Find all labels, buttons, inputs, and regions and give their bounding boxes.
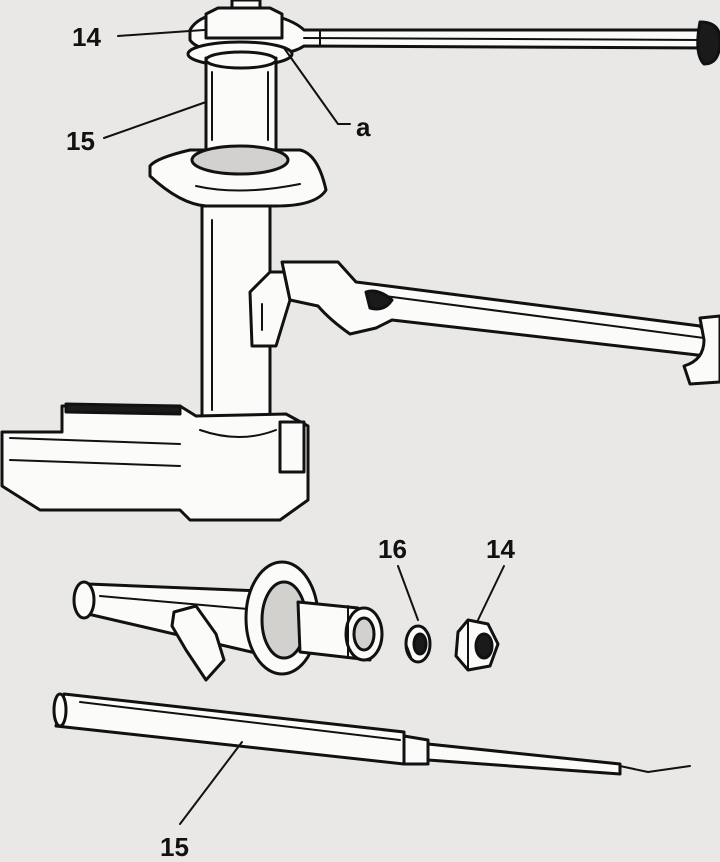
callout-detail-a: a — [356, 112, 371, 142]
leader-cartridge — [179, 741, 243, 825]
callout-top-nut: 14 — [72, 22, 101, 52]
lower-wrench — [280, 260, 720, 386]
leader-nut — [477, 565, 505, 621]
nut — [454, 618, 500, 672]
exploded-upper-tube — [296, 600, 384, 662]
callout-nut: 14 — [486, 534, 515, 564]
leader-top-nut — [117, 29, 205, 37]
spring-seat — [148, 144, 328, 208]
washer — [404, 624, 432, 664]
exploded-bracket — [170, 604, 226, 682]
shock-cartridge — [52, 692, 691, 776]
leader-washer — [397, 565, 419, 621]
upper-tube — [204, 50, 278, 152]
callout-cartridge: 15 — [160, 832, 189, 862]
top-nut — [204, 6, 284, 40]
steering-knuckle — [0, 402, 310, 522]
leader-top-shock — [103, 101, 207, 139]
leader-detail-a — [283, 47, 339, 125]
callout-washer: 16 — [378, 534, 407, 564]
callout-top-shock: 15 — [66, 126, 95, 156]
